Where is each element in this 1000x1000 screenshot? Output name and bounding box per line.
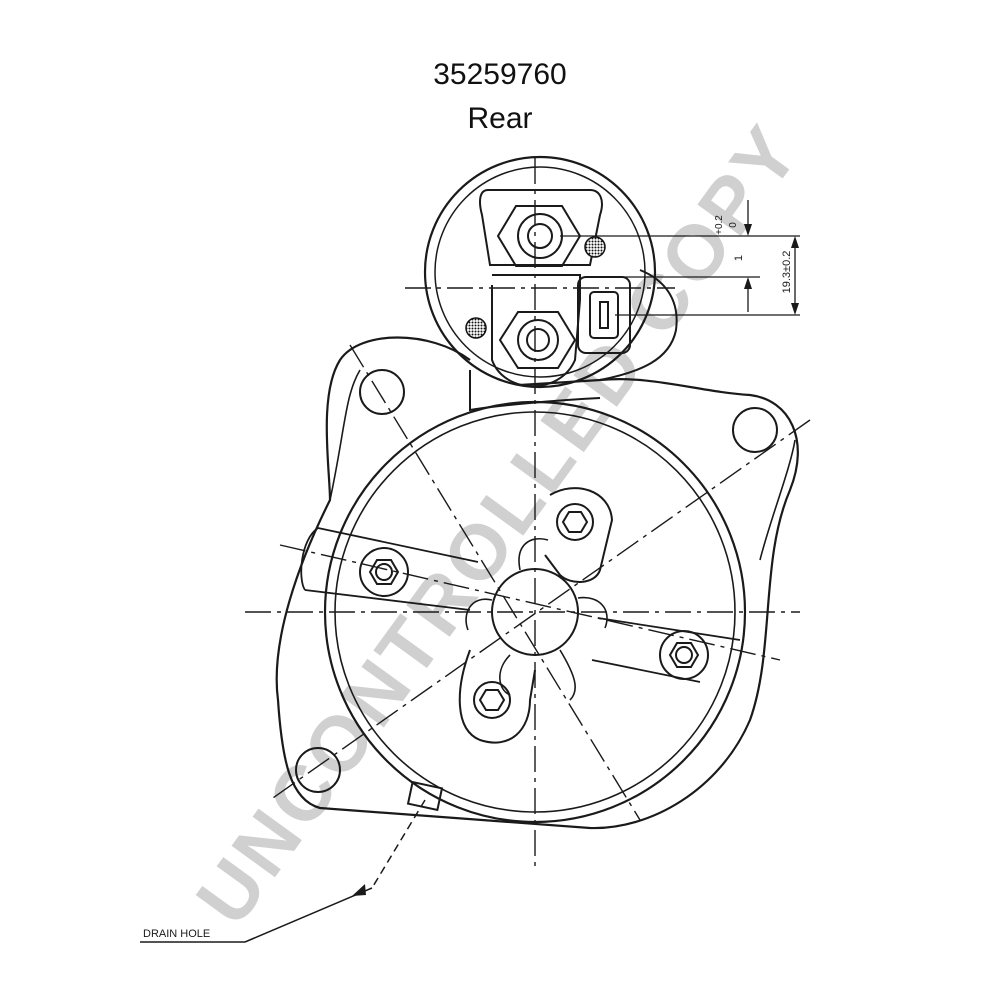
mounting-hole-top-right xyxy=(732,407,778,453)
bolt-bottom-center xyxy=(458,649,536,744)
drain-hole-tab xyxy=(406,780,444,812)
drain-hole-label: DRAIN HOLE xyxy=(143,928,210,940)
hatched-screw-left xyxy=(465,317,487,339)
terminal-stud-bottom xyxy=(498,311,577,369)
mounting-hole-bottom-left xyxy=(295,747,341,793)
mounting-hole-top-left xyxy=(359,369,405,415)
centerlines xyxy=(245,158,811,870)
dimension-19-label: 19.3±0.2 xyxy=(781,251,793,294)
bolt-left xyxy=(359,547,409,597)
solenoid-lower-body xyxy=(469,269,678,412)
flange-right-ear-contour xyxy=(759,439,796,561)
dimension-1-label: 1 xyxy=(733,255,745,261)
flange-left-ear-contour xyxy=(329,369,361,501)
mounting-flange-outline xyxy=(275,336,799,830)
drain-hole-leader xyxy=(140,799,426,943)
dimension-arrows xyxy=(744,224,799,315)
solenoid-cap-outer xyxy=(423,155,657,389)
tolerance-upper-label: +0.2 xyxy=(714,215,725,235)
drain-hole-arrowhead xyxy=(352,884,366,896)
hatched-screw-right xyxy=(584,236,606,258)
bracket-bar-right xyxy=(591,617,741,683)
hub-vanes xyxy=(465,538,608,701)
solenoid-body-outline xyxy=(479,189,603,266)
dimension-lines xyxy=(560,200,800,316)
bolt-top-center xyxy=(544,487,614,583)
bracket-bar-left xyxy=(300,527,479,611)
bolt-right xyxy=(659,630,709,680)
tolerance-lower-label: 0 xyxy=(728,222,739,228)
part-number-title: 35259760 xyxy=(433,58,567,91)
view-name-title: Rear xyxy=(467,102,533,135)
